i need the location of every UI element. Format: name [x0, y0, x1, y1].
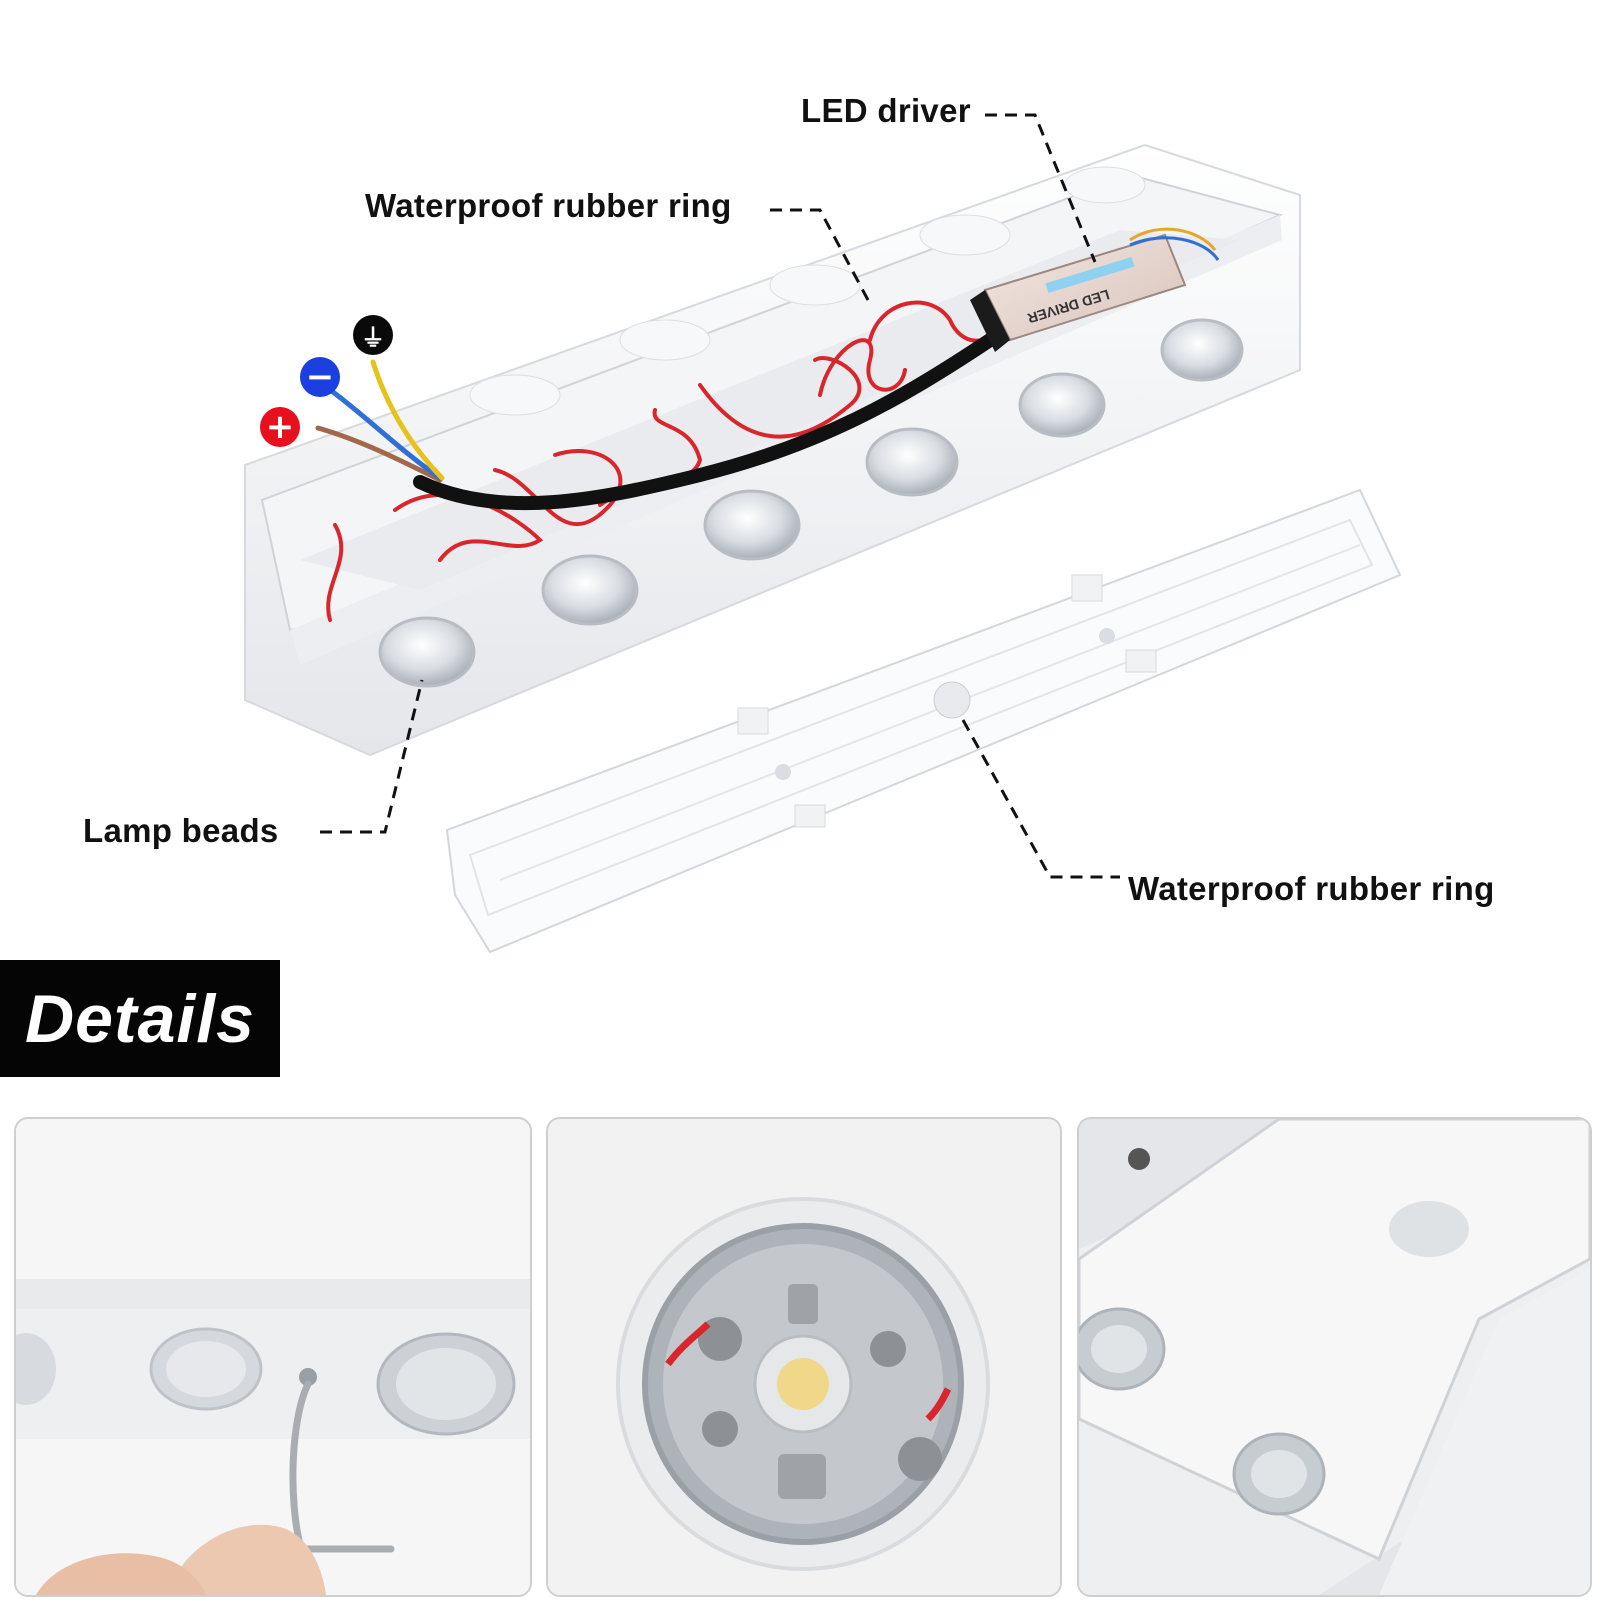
- detail-panel-cover: [1077, 1117, 1592, 1597]
- lamp-bead-lenses: [378, 318, 1244, 688]
- detail-panel-chip: [546, 1117, 1062, 1597]
- power-cable: [315, 333, 997, 511]
- cover-closeup-image: [1079, 1119, 1590, 1595]
- product-diagram: LED DRIVER LED driver Waterproof rubber …: [83, 92, 1495, 954]
- cover-plate: [445, 488, 1402, 954]
- lamp-illustration: LED DRIVER: [244, 113, 1402, 954]
- minus-icon: −: [300, 357, 340, 397]
- plus-icon: +: [260, 407, 300, 447]
- ground-icon: ⏚: [353, 315, 393, 355]
- details-banner: Details: [0, 960, 280, 1077]
- led-chip-closeup-image: [548, 1119, 1060, 1595]
- screw-closeup-image: [16, 1119, 530, 1595]
- callout-waterproof-ring-top: Waterproof rubber ring: [365, 187, 732, 224]
- led-driver-box: LED DRIVER: [970, 227, 1220, 352]
- callout-waterproof-ring-bottom: Waterproof rubber ring: [1128, 870, 1495, 907]
- detail-panel-screw: [14, 1117, 532, 1597]
- callout-lamp-beads: Lamp beads: [83, 812, 279, 849]
- details-title: Details: [25, 980, 255, 1057]
- callout-led-driver: LED driver: [801, 92, 971, 129]
- callout-leaders: [320, 113, 1120, 879]
